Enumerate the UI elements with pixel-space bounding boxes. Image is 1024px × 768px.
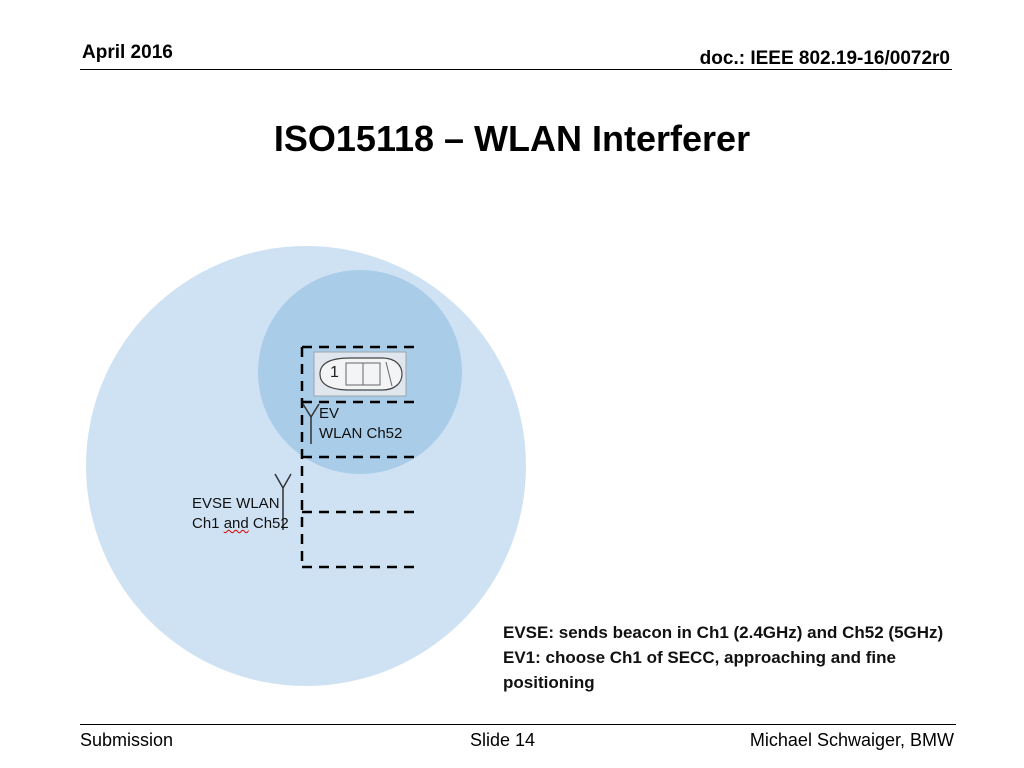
note-line2: EV1: choose Ch1 of SECC, approaching and… (503, 648, 896, 692)
header-divider (80, 69, 952, 70)
car-number: 1 (330, 364, 339, 381)
note-line1: EVSE: sends beacon in Ch1 (2.4GHz) and C… (503, 623, 944, 642)
footer-divider (80, 724, 956, 725)
ev-label: EV WLAN Ch52 (319, 404, 402, 444)
evse-label-line1: EVSE WLAN (192, 495, 280, 512)
ev-label-line2: WLAN Ch52 (319, 425, 403, 442)
slide-title: ISO15118 – WLAN Interferer (273, 118, 751, 159)
evse-label-line2: Ch1 and Ch52 (192, 514, 289, 534)
footer-author: Michael Schwaiger, BMW (749, 730, 954, 750)
evse-label-ch52: Ch52 (248, 515, 289, 532)
header-doc-id: doc.: IEEE 802.19-16/0072r0 (699, 48, 950, 69)
slide-note: EVSE: sends beacon in Ch1 (2.4GHz) and C… (503, 620, 973, 695)
evse-label-ch1: Ch1 (192, 515, 224, 532)
footer-submission: Submission (80, 730, 174, 750)
car-icon (313, 351, 407, 397)
ev-label-line1: EV (319, 405, 340, 422)
ev-antenna-icon (302, 403, 320, 444)
header-date: April 2016 (82, 42, 173, 63)
parking-bays (300, 345, 420, 569)
evse-label-and: and (223, 515, 249, 532)
footer-slide-number: Slide 14 (470, 730, 536, 750)
evse-antenna-icon (274, 473, 292, 530)
evse-label: EVSE WLAN Ch1 and Ch52 (192, 494, 289, 534)
